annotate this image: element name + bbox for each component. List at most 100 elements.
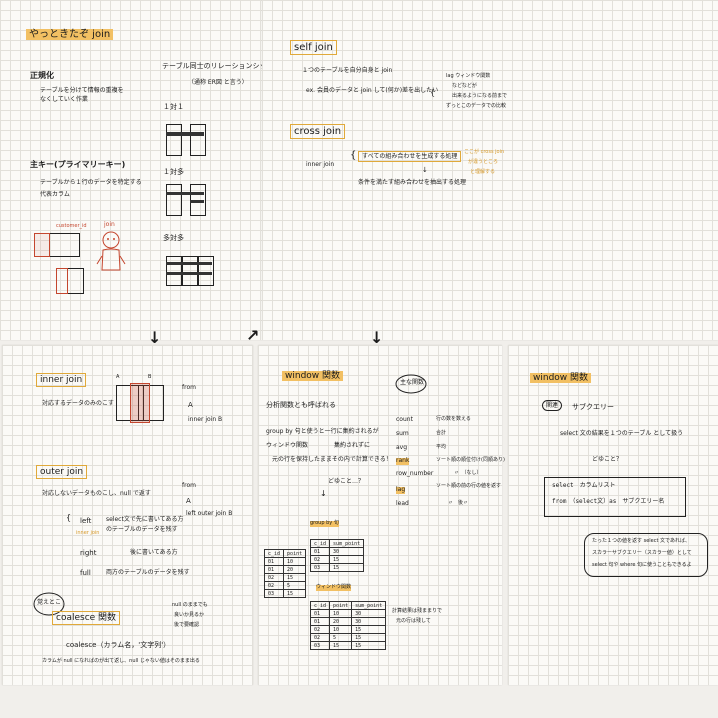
- analytic-function-text: 分析関数とも呼ばれる: [266, 401, 336, 409]
- outer-join-text: 対応しないデータものこし、null で返す: [42, 490, 151, 497]
- table-cell: 02: [309, 555, 331, 564]
- full-join-label: full: [80, 569, 91, 577]
- brace-icon: {: [350, 150, 357, 161]
- window-right-note-2: 元の行は残して: [396, 618, 431, 624]
- subquery-code-box: [544, 477, 686, 517]
- source-header-point: point: [283, 549, 307, 558]
- inner-join-text: 対応するデータのみのこす: [42, 400, 114, 407]
- subquery-heading: サブクエリー: [572, 403, 614, 411]
- table-a-label: A: [116, 374, 120, 380]
- function-name-lead: lead: [396, 500, 409, 507]
- page-title: やっときたぞ join: [26, 29, 114, 41]
- window-desc-4: 元の行を保持したままその内で計算できる！: [272, 456, 392, 463]
- many-to-many-row-link-2: [166, 272, 212, 275]
- self-join-text-2: ex. 会員のデータと join して(何か)差を出したい: [306, 87, 439, 94]
- subquery-desc: select 文の結果を１つのテーブル として扱う: [560, 430, 684, 437]
- group-by-label: group by 句: [310, 520, 339, 527]
- outer-code-1: from: [182, 482, 196, 489]
- table-cell: 02: [263, 581, 285, 590]
- primary-key-text-2: 代表カラム: [40, 191, 70, 198]
- table-cell: 20: [283, 565, 307, 574]
- window-header-cid: c_id: [309, 601, 331, 610]
- many-to-many-label: 多対多: [163, 234, 184, 242]
- one-to-many-table-a: [166, 184, 182, 216]
- table-cell: 15: [329, 563, 365, 572]
- table-cell: 10: [329, 609, 353, 618]
- inner-join-heading: inner join: [36, 373, 87, 387]
- inner-overlap-highlight: [130, 383, 150, 423]
- table-cell: 02: [309, 625, 331, 634]
- memo-stamp-label: 覚えとこ: [37, 599, 62, 606]
- table-cell: 15: [283, 573, 307, 582]
- self-join-heading: self join: [290, 40, 337, 55]
- table-cell: 5: [329, 633, 353, 642]
- coalesce-desc: カラムが null になればのが出て返し、null じゃない値はそのまま出る: [42, 658, 200, 664]
- scalar-note-2: スカラーサブクエリー（スカラー値）として: [592, 550, 692, 556]
- table-cell: 01: [309, 609, 331, 618]
- window-header-sum: sum_point: [351, 601, 387, 610]
- left-join-label: left: [80, 517, 92, 525]
- self-side-note-4: ずっとこのデータでの比較: [446, 103, 507, 109]
- normalize-heading: 正規化: [30, 71, 54, 80]
- many-to-many-table-a: [166, 256, 182, 286]
- inner-code-1: from: [182, 384, 196, 391]
- function-name-rank: rank: [396, 457, 410, 465]
- table-cell: 15: [351, 633, 387, 642]
- right-join-label: right: [80, 549, 97, 557]
- table-cell: 10: [283, 557, 307, 566]
- right-join-desc: 後に書いてある方: [130, 549, 178, 556]
- one-to-many-row-link-2: [190, 200, 204, 203]
- arrow-down-icon: ↓: [148, 328, 162, 347]
- inner-code-3: inner join B: [188, 416, 223, 423]
- self-join-text-1: １つのテーブルを自分自身と join: [302, 67, 393, 74]
- window-function-label: ウィンドウ関数: [316, 584, 352, 591]
- table-cell: 02: [263, 573, 285, 582]
- inner-code-2: A: [188, 401, 193, 409]
- inner-table-b: [138, 385, 164, 421]
- cross-join-heading: cross join: [290, 124, 346, 139]
- note-page-subquery: window 関数 関連 サブクエリー select 文の結果を１つのテーブル …: [508, 345, 718, 685]
- function-name-lag: lag: [396, 486, 406, 494]
- table-cell: 10: [329, 625, 353, 634]
- left-join-desc-2: のテーブルのデータを残す: [106, 526, 178, 533]
- window-desc-5: どゆこと…？: [328, 478, 365, 485]
- stamp-circle-icon: [33, 592, 65, 616]
- function-desc-sum: 合計: [436, 430, 447, 436]
- table-cell: 30: [351, 617, 387, 626]
- customer-id-label: customer_id: [56, 223, 87, 229]
- down-arrow-small-icon: ↓: [422, 166, 428, 174]
- window-desc-1: group by 句と使うと一行に集約されるが: [266, 428, 379, 435]
- character-doodle-icon: [96, 231, 126, 271]
- table-cell: 03: [309, 641, 331, 650]
- table-cell: 15: [329, 555, 365, 564]
- scalar-note-bubble: [584, 533, 708, 577]
- left-join-desc-1: select文で先に書いてある方: [106, 516, 184, 523]
- function-desc-lead: 〃 後〃: [448, 500, 469, 506]
- bracket-icon: {: [430, 88, 436, 97]
- window-header-point: point: [329, 601, 353, 610]
- table-cell: 5: [283, 581, 307, 590]
- cross-note-2: が違うところ: [468, 159, 499, 165]
- main-functions-heading: 主な関数: [400, 379, 425, 386]
- function-name-count: count: [396, 416, 413, 423]
- table-cell: 02: [309, 633, 331, 642]
- self-side-note-1: lag ウィンドウ関数: [446, 73, 491, 79]
- down-arrow-icon: ↓: [320, 489, 327, 498]
- primary-key-text-1: テーブルから１行のデータを特定する: [40, 179, 142, 186]
- window-function-heading: window 関数: [282, 371, 344, 381]
- one-to-many-label: １対多: [163, 168, 184, 176]
- outer-code-2: A: [186, 497, 191, 505]
- primary-key-heading: 主キー(プライマリーキー): [30, 160, 126, 169]
- cross-note-3: と理解する: [470, 169, 496, 175]
- self-side-note-3: 出来るようになる前まで: [452, 93, 508, 99]
- group-header-sum: sum_point: [329, 539, 365, 548]
- note-page-window-functions: window 関数 分析関数とも呼ばれる group by 句と使うと一行に集約…: [258, 345, 505, 685]
- cross-join-desc-1: すべての組み合わせを生成する処理: [358, 151, 462, 162]
- window-right-note-1: 計算結果は残ままりで: [392, 608, 443, 614]
- table-cell: 30: [351, 609, 387, 618]
- function-name-avg: avg: [396, 444, 408, 451]
- one-to-one-row-link: [166, 132, 204, 136]
